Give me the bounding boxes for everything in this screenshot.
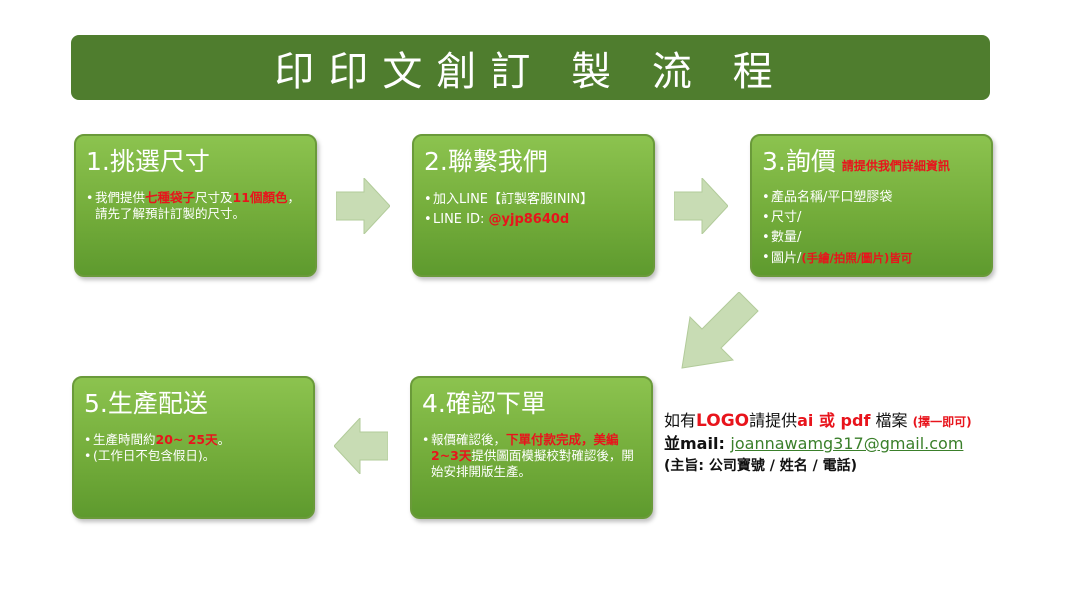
step-2-bullet-line: 加入LINE【訂製客服ININ】 [424,190,643,210]
step-3-image-label: 圖片/ [771,251,802,266]
step-4-bullet: 報價確認後，下單付款完成，美編2~3天提供圖面模擬校對確認後，開始安排開版生產。 [422,432,641,480]
step-5-bullet-time: 生產時間約20~ 25天。 [84,432,303,448]
step-3-note: 請提供我們詳細資訊 [841,159,950,173]
step-2-bullet-line-id: LINE ID: @yjp8640d [424,210,643,230]
line-id-label: LINE ID: [433,212,489,227]
step-4-title: 4.確認下單 [422,389,546,418]
arrow-right-icon [336,178,390,234]
contact-logo-line: 如有LOGO請提供ai 或 pdf 檔案 (擇一即可) [664,410,972,433]
arrow-down-left-icon [681,292,759,369]
step-2-line-text: 加入LINE【訂製客服ININ】 [433,192,594,207]
contact-choose-one: (擇一即可) [912,415,972,429]
contact-mail-line: 並mail: joannawamg317@gmail.com [664,433,972,455]
step-4-highlight: 下單付款完成，美編2~3天 [431,432,619,463]
step-1-title: 1.挑選尺寸 [86,147,210,176]
step-1-text-c: ，請先了解預計訂製的尺寸。 [95,190,300,221]
contact-email-link[interactable]: joannawamg317@gmail.com [730,434,964,453]
contact-formats: ai 或 pdf [797,411,871,430]
step-3-title: 3.詢價請提供我們詳細資訊 [762,146,981,182]
step-4-box: 4.確認下單 報價確認後，下單付款完成，美編2~3天提供圖面模擬校對確認後，開始… [410,376,653,519]
step-1-text-a: 我們提供 [95,190,146,205]
step-5-bullet-note: (工作日不包含假日)。 [84,448,303,464]
step-1-bullet: 我們提供七種袋子尺寸及11個顏色，請先了解預計訂製的尺寸。 [86,190,305,222]
contact-logo: LOGO [696,411,750,431]
step-2-title: 2.聯繫我們 [424,147,548,176]
step-3-bullet-image: 圖片/(手繪/拍照/圖片)皆可 [762,248,981,269]
contact-text-c: 檔案 [870,411,913,430]
contact-text-a: 如有 [664,411,697,430]
step-3-bullet-qty: 數量/ [762,228,981,248]
step-5-box: 5.生產配送 生產時間約20~ 25天。 (工作日不包含假日)。 [72,376,315,519]
step-1-highlight-colors: 11個顏色 [232,190,288,205]
step-2-box: 2.聯繫我們 加入LINE【訂製客服ININ】 LINE ID: @yjp864… [412,134,655,277]
contact-info: 如有LOGO請提供ai 或 pdf 檔案 (擇一即可) 並mail: joann… [664,410,972,477]
step-4-text-a: 報價確認後， [431,432,507,447]
step-5-text-b: 。 [217,432,231,447]
contact-subject-note: (主旨: 公司寶號 / 姓名 / 電話) [664,458,857,474]
step-1-text-b: 尺寸及 [195,190,233,205]
contact-text-b: 請提供 [749,411,798,430]
step-3-image-value: (手繪/拍照/圖片)皆可 [801,251,913,265]
contact-mail-label: 並mail: [664,434,731,453]
step-3-title-text: 3.詢價 [762,147,836,176]
step-1-highlight-bags: 七種袋子 [145,190,196,205]
step-1-box: 1.挑選尺寸 我們提供七種袋子尺寸及11個顏色，請先了解預計訂製的尺寸。 [74,134,317,277]
arrow-right-icon [674,178,728,234]
step-5-text-a: 生產時間約 [93,432,156,447]
step-3-bullet-product: 產品名稱/平口塑膠袋 [762,188,981,208]
line-id-value: @yjp8640d [488,212,570,227]
page-title: 印印文創訂 製 流 程 [71,35,990,100]
step-5-highlight-days: 20~ 25天 [155,432,218,447]
step-5-title: 5.生產配送 [84,389,208,418]
step-4-text-b: 提供圖面模擬校對確認後，開始安排開版生產。 [431,448,634,479]
step-3-bullet-size: 尺寸/ [762,208,981,228]
arrow-left-icon [334,418,388,474]
